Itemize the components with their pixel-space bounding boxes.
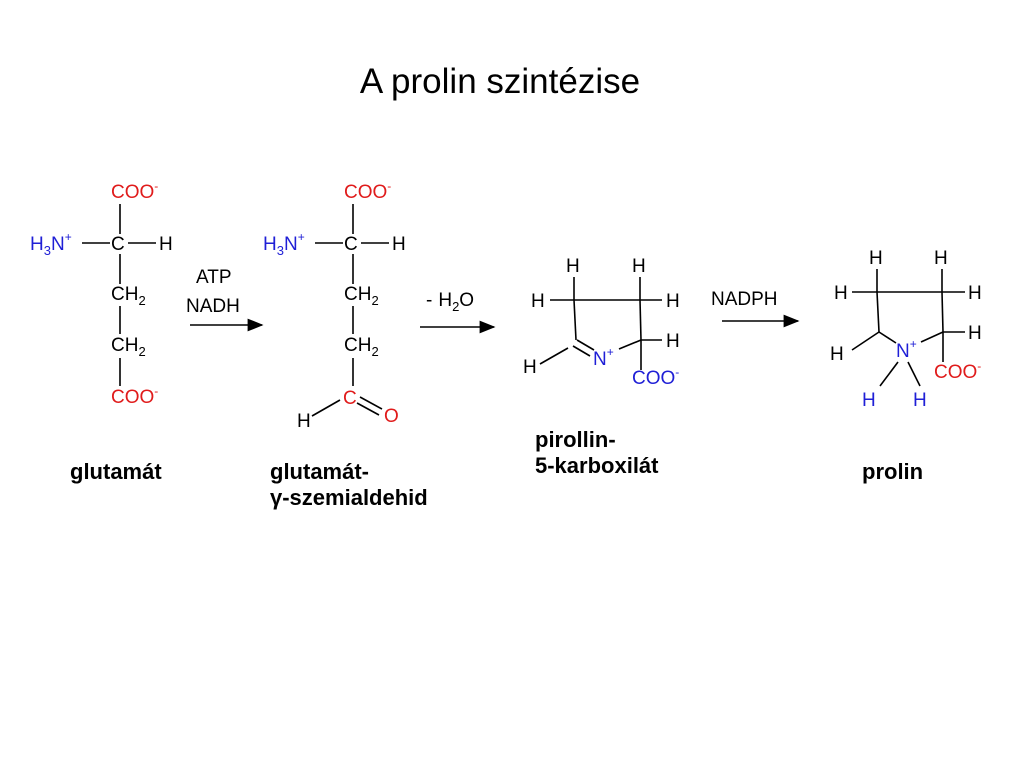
svg-text:H: H (297, 411, 311, 432)
svg-text:H: H (523, 357, 537, 378)
iminium-nitrogen: N+ (593, 345, 614, 370)
water-loss-label: -H2O (426, 290, 474, 314)
svg-text:C: C (111, 234, 125, 255)
semialdehyde-structure: COO- H3N+ C H CH2 CH2 C H O (263, 179, 406, 432)
svg-text:H: H (830, 344, 844, 365)
svg-text:H: H (968, 283, 982, 304)
ammonium-group: H3N+ (263, 230, 305, 258)
page-title: A prolin szintézise (359, 62, 641, 101)
aldehyde-carbon: C (343, 388, 357, 409)
svg-text:H: H (968, 323, 982, 344)
reaction-arrow-3: NADPH (711, 289, 800, 328)
svg-text:H: H (531, 291, 545, 312)
reaction-arrow-1: ATP NADH (186, 267, 264, 332)
svg-text:H: H (862, 390, 876, 411)
carboxylate-top: COO- (344, 179, 391, 203)
svg-text:H: H (934, 248, 948, 269)
svg-text:NADPH: NADPH (711, 289, 778, 310)
reaction-arrow-2: -H2O (420, 290, 496, 334)
svg-text:ATP: ATP (196, 267, 232, 288)
label-pyrroline-line1: pirollin- (535, 427, 616, 452)
svg-text:H: H (566, 256, 580, 277)
label-pyrroline: pirollin- 5-karboxilát (535, 427, 659, 479)
svg-text:C: C (344, 234, 358, 255)
carboxylate-top: COO- (111, 179, 158, 203)
svg-text:H: H (666, 331, 680, 352)
svg-text:H: H (632, 256, 646, 277)
ammonium-group: H3N+ (30, 230, 72, 258)
svg-text:H: H (913, 390, 927, 411)
label-semialdehyde-line2: γ-szemialdehid (270, 485, 428, 510)
pyrroline-structure: H H H H H N+ COO- H (523, 256, 680, 389)
svg-text:H: H (159, 234, 173, 255)
svg-text:H: H (834, 283, 848, 304)
svg-text:NADH: NADH (186, 296, 240, 317)
ammonium-nitrogen: N+ (896, 337, 917, 362)
proline-structure: H H H H H H N+ COO- H H (830, 248, 982, 411)
ch2-group: CH2 (344, 335, 379, 359)
carboxylate: COO- (934, 359, 981, 383)
ch2-group: CH2 (111, 284, 146, 308)
carboxylate: COO- (632, 365, 679, 389)
svg-text:H: H (392, 234, 406, 255)
label-pyrroline-line2: 5-karboxilát (535, 453, 659, 478)
svg-text:H: H (666, 291, 680, 312)
label-proline: prolin (862, 459, 924, 484)
glutamate-structure: COO- H3N+ C H CH2 CH2 COO- (30, 179, 173, 408)
ch2-group: CH2 (344, 284, 379, 308)
label-semialdehyde: glutamát- γ-szemialdehid (270, 459, 428, 511)
aldehyde-oxygen: O (384, 406, 399, 427)
ch2-group: CH2 (111, 335, 146, 359)
svg-text:H: H (869, 248, 883, 269)
carboxylate-bottom: COO- (111, 384, 158, 408)
label-glutamate: glutamát (70, 459, 162, 484)
label-semialdehyde-line1: glutamát- (270, 459, 369, 484)
